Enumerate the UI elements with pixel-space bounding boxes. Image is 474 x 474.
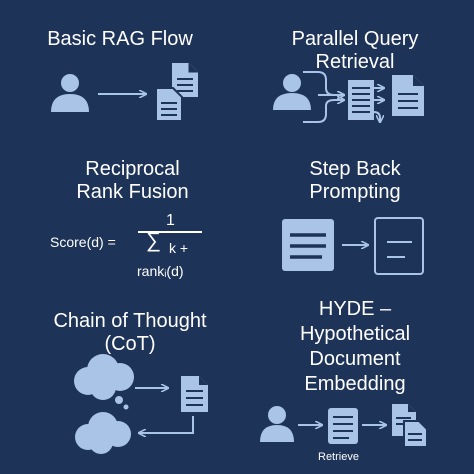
formula-sum-symbol: ∑ — [146, 229, 161, 252]
user-icon — [260, 406, 294, 442]
formula-rank: rankᵢ(d) — [137, 263, 184, 279]
basic-rag-title: Basic RAG Flow — [47, 28, 193, 50]
formula-lhs: Score(d) = — [50, 234, 116, 250]
document-outline-icon — [374, 217, 424, 275]
cot-title: Chain of Thought (CoT) — [53, 310, 207, 355]
user-icon — [273, 74, 311, 110]
return-arrow-icon — [139, 416, 194, 433]
split-arrows-icon — [373, 88, 384, 122]
thought-cloud-icon — [74, 354, 134, 410]
hypothetical-document-icon — [328, 408, 358, 444]
hyde-title: HYDE – Hypothetical Document Embedding — [299, 298, 411, 395]
user-icon — [51, 74, 89, 112]
formula-fraction-bar — [138, 231, 202, 233]
document-icon — [181, 376, 208, 412]
rrf-title: Reciprocal Rank Fusion — [76, 158, 189, 203]
text-box-icon — [282, 219, 334, 271]
branching-arrows-icon — [303, 71, 344, 123]
stacked-list-icon — [348, 80, 374, 120]
formula-numerator: 1 — [166, 212, 175, 229]
retrieve-caption: Retrieve — [318, 451, 359, 463]
parallel-query-title: Parallel Query Retrieval — [291, 28, 419, 73]
documents-icon — [392, 404, 428, 448]
step-back-title: Step Back Prompting — [309, 158, 401, 203]
thought-cloud-icon — [75, 412, 131, 454]
documents-icon — [155, 63, 198, 122]
formula-k: k + — [169, 240, 189, 256]
document-icon — [392, 75, 424, 116]
